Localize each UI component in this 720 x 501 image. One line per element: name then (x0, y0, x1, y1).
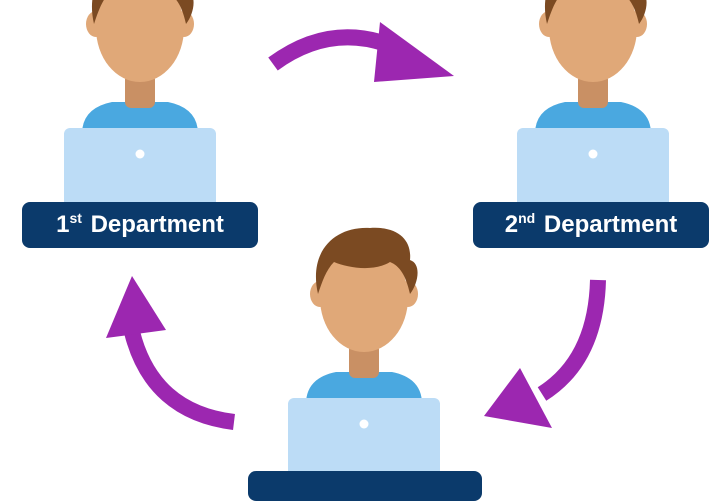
person-icon (517, 0, 669, 215)
department-label-2: 2nd Department (473, 202, 709, 248)
department-name: Department (90, 211, 224, 238)
department-label-1: 1st Department (22, 202, 258, 248)
person-icon (288, 227, 440, 484)
department-number: 1 (56, 211, 70, 238)
diagram-canvas (64, 0, 669, 484)
cycle-arrow-icon (484, 279, 606, 428)
department-cycle-diagram: 1st Department 2nd Department (22, 0, 709, 501)
department-number: 2 (504, 211, 519, 238)
cycle-arrow-icon (106, 276, 236, 430)
person-icon (64, 0, 216, 215)
department-name: Department (543, 211, 678, 238)
department-ordinal-suffix: nd (518, 210, 536, 226)
cycle-arrow-icon (268, 22, 454, 82)
department-label-3 (248, 471, 482, 501)
department-ordinal-suffix: st (69, 210, 82, 226)
